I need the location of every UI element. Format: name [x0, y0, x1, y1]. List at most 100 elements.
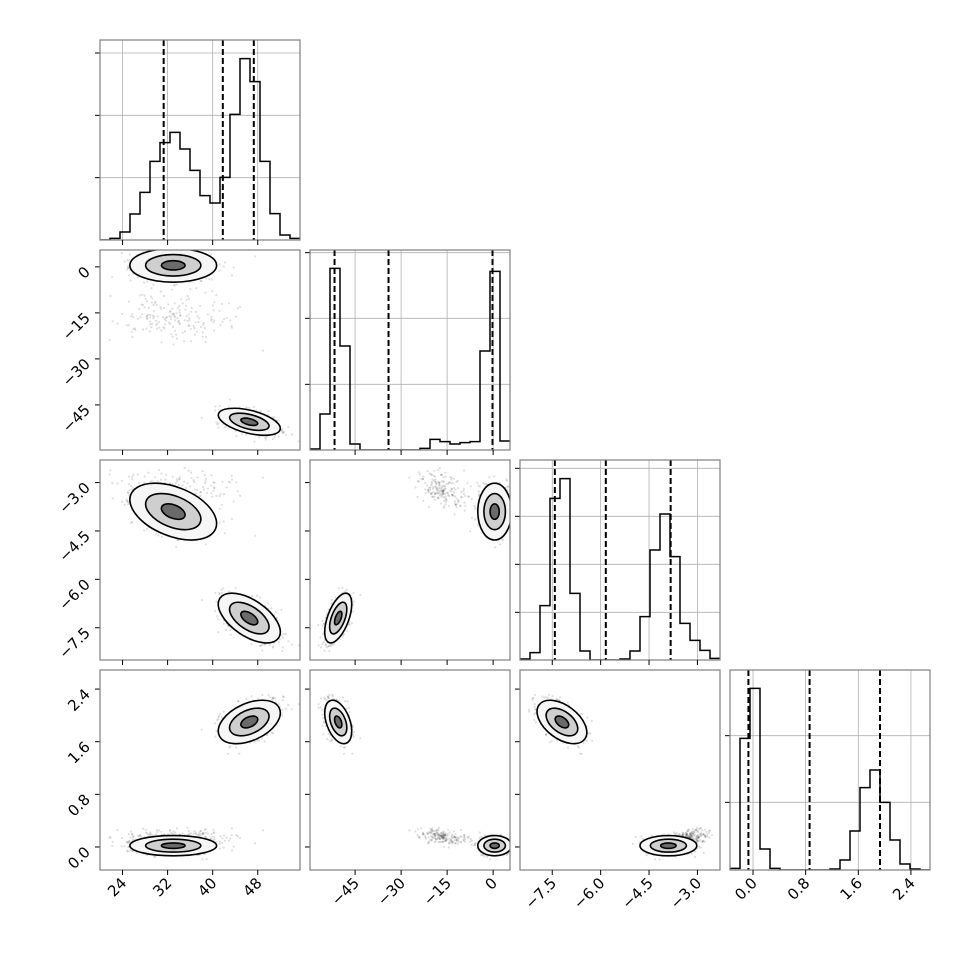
- sample-point: [451, 487, 454, 490]
- sample-point: [177, 483, 180, 486]
- sample-point: [173, 302, 176, 305]
- sample-point: [210, 319, 213, 322]
- sample-point: [161, 246, 163, 248]
- sample-point: [483, 483, 486, 486]
- panel-2-2: [515, 459, 721, 665]
- sample-point: [160, 478, 163, 481]
- panel-content: [108, 246, 300, 443]
- sample-point: [434, 485, 437, 489]
- sample-point: [127, 840, 130, 843]
- sample-point: [232, 266, 235, 269]
- sample-point: [252, 406, 255, 409]
- panel-content: [317, 466, 510, 653]
- sample-point: [215, 600, 218, 603]
- sample-point: [190, 476, 193, 479]
- sample-point: [111, 482, 114, 485]
- sample-point: [444, 485, 447, 488]
- sample-point: [174, 481, 178, 485]
- sample-point: [149, 316, 152, 319]
- sample-point: [187, 324, 190, 327]
- sample-point: [137, 482, 141, 485]
- sample-point: [202, 323, 205, 326]
- sample-point: [438, 481, 441, 484]
- histogram-0: [100, 57, 300, 240]
- sample-point: [149, 313, 152, 316]
- sample-point: [454, 488, 457, 491]
- sample-point: [435, 488, 439, 491]
- sample-point: [280, 634, 284, 637]
- sample-point: [239, 494, 242, 497]
- sample-point: [139, 294, 142, 297]
- sample-point: [430, 482, 433, 485]
- sample-point: [245, 433, 248, 436]
- sample-point: [462, 489, 465, 493]
- sample-point: [218, 494, 221, 498]
- sample-point: [184, 486, 187, 490]
- sample-point: [194, 321, 197, 324]
- sample-point: [204, 543, 207, 546]
- sample-point: [187, 469, 190, 472]
- sample-point: [123, 260, 126, 263]
- sample-point: [155, 327, 158, 330]
- sample-point: [206, 491, 209, 495]
- sample-point: [167, 832, 170, 836]
- sample-point: [210, 278, 213, 281]
- density-contour: [160, 259, 186, 271]
- sample-point: [147, 313, 150, 316]
- sample-point: [150, 325, 153, 329]
- sample-point: [228, 398, 231, 401]
- sample-point: [108, 473, 111, 476]
- sample-point: [433, 469, 436, 472]
- sample-point: [159, 290, 162, 293]
- sample-point: [322, 622, 326, 626]
- sample-point: [422, 477, 425, 481]
- sample-point: [268, 696, 272, 699]
- sample-point: [203, 473, 206, 476]
- sample-point: [449, 489, 452, 492]
- sample-point: [133, 327, 136, 330]
- sample-point: [229, 633, 232, 636]
- sample-point: [469, 530, 472, 533]
- panel-1-0: −45−30−150: [59, 246, 301, 455]
- sample-point: [183, 319, 186, 322]
- sample-point: [431, 478, 434, 481]
- sample-point: [267, 693, 270, 697]
- sample-point: [194, 831, 197, 834]
- sample-point: [200, 728, 203, 731]
- sample-point: [281, 429, 284, 432]
- sample-point: [341, 586, 344, 590]
- sample-point: [218, 263, 222, 266]
- sample-point: [273, 416, 276, 419]
- sample-point: [438, 481, 441, 484]
- sample-point: [452, 477, 455, 480]
- sample-point: [351, 610, 354, 613]
- sample-point: [439, 502, 443, 505]
- sample-point: [193, 333, 197, 336]
- panel-content: [520, 460, 720, 660]
- sample-point: [259, 644, 262, 647]
- sample-point: [359, 593, 362, 597]
- sample-point: [213, 481, 216, 484]
- sample-point: [148, 330, 151, 333]
- sample-point: [164, 323, 167, 326]
- sample-point: [435, 482, 438, 485]
- sample-point: [156, 315, 159, 318]
- sample-point: [281, 649, 284, 653]
- sample-point: [151, 301, 154, 304]
- sample-point: [229, 481, 232, 484]
- sample-point: [429, 473, 433, 476]
- sample-point: [171, 307, 174, 310]
- sample-point: [346, 629, 349, 632]
- sample-point: [152, 310, 156, 313]
- sample-point: [151, 322, 154, 325]
- sample-point: [438, 490, 441, 493]
- sample-point: [319, 646, 323, 649]
- histogram-2: [520, 477, 720, 660]
- sample-point: [154, 300, 157, 304]
- sample-point: [202, 485, 205, 489]
- sample-point: [438, 483, 441, 486]
- sample-point: [171, 335, 174, 338]
- sample-point: [211, 304, 215, 307]
- sample-point: [240, 433, 243, 436]
- sample-point: [151, 314, 154, 317]
